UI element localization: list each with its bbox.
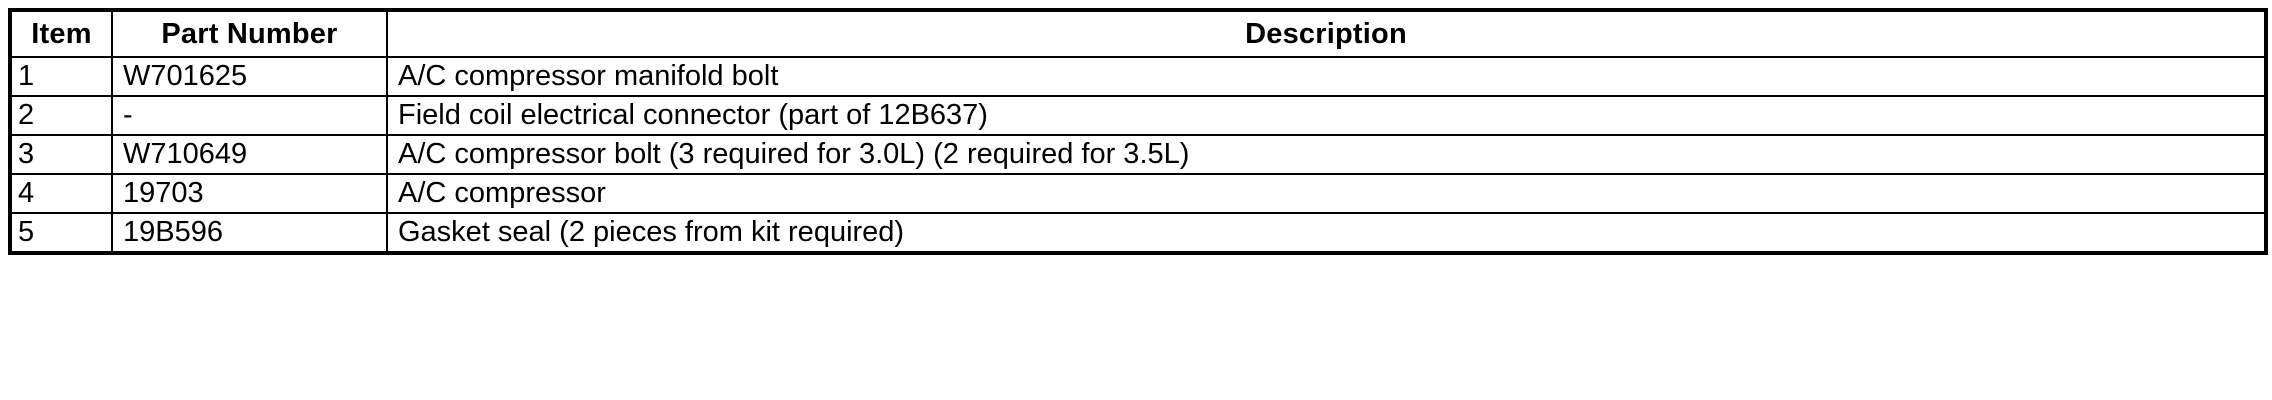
table-header: Item Part Number Description [9,9,2267,58]
cell-part-number: 19B596 [111,212,388,254]
cell-part-number: W701625 [111,56,388,97]
cell-item: 5 [9,212,113,254]
cell-description: A/C compressor [386,173,2267,214]
table-row: 2 - Field coil electrical connector (par… [9,95,2267,136]
table-row: 4 19703 A/C compressor [9,173,2267,214]
column-header-part-number: Part Number [111,9,388,58]
cell-part-number: W710649 [111,134,388,175]
cell-description: A/C compressor manifold bolt [386,56,2267,97]
cell-item: 3 [9,134,113,175]
table-header-row: Item Part Number Description [9,9,2267,58]
cell-description: Field coil electrical connector (part of… [386,95,2267,136]
table-row: 1 W701625 A/C compressor manifold bolt [9,56,2267,97]
column-header-description: Description [386,9,2267,58]
cell-item: 4 [9,173,113,214]
cell-item: 2 [9,95,113,136]
table-row: 5 19B596 Gasket seal (2 pieces from kit … [9,212,2267,254]
cell-description: Gasket seal (2 pieces from kit required) [386,212,2267,254]
cell-description: A/C compressor bolt (3 required for 3.0L… [386,134,2267,175]
cell-item: 1 [9,56,113,97]
parts-table: Item Part Number Description 1 W701625 A… [8,8,2268,255]
cell-part-number: 19703 [111,173,388,214]
column-header-item: Item [9,9,113,58]
cell-part-number: - [111,95,388,136]
table-body: 1 W701625 A/C compressor manifold bolt 2… [9,56,2267,254]
table-row: 3 W710649 A/C compressor bolt (3 require… [9,134,2267,175]
